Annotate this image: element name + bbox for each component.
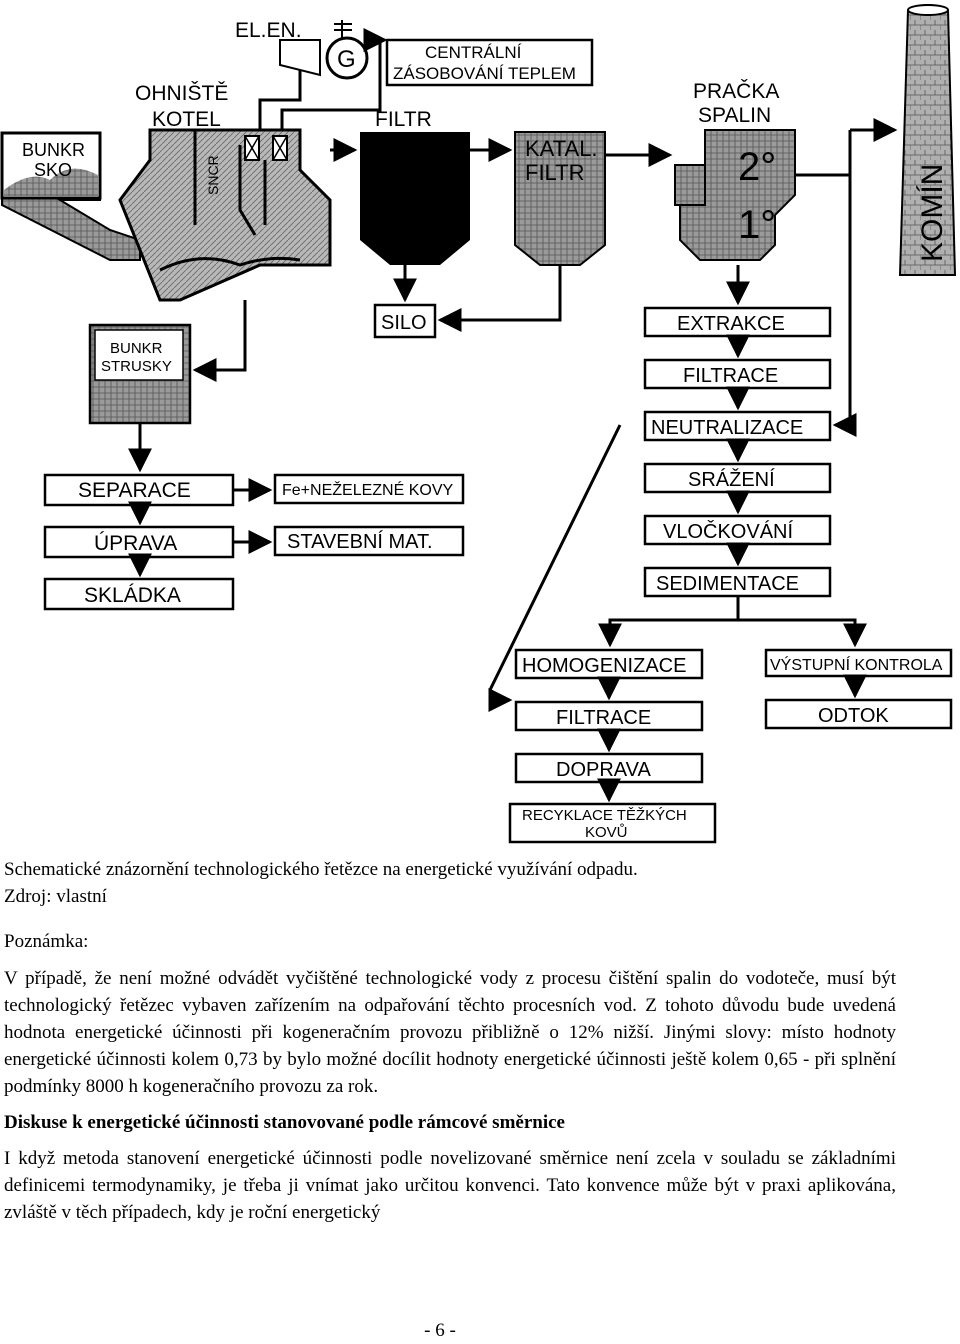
label-katal-filtr: FILTR xyxy=(525,160,584,185)
slag-bunker: BUNKR STRUSKY xyxy=(88,300,247,473)
label-vlockovani: VLOČKOVÁNÍ xyxy=(663,520,793,543)
note-label: Poznámka: xyxy=(4,931,89,952)
catalytic-filter: KATAL. FILTR xyxy=(514,131,673,266)
label-centralni-2: ZÁSOBOVÁNÍ TEPLEM xyxy=(393,64,576,83)
slag-chain: SEPARACE ÚPRAVA SKLÁDKA Fe+NEŽELEZNÉ KOV… xyxy=(43,473,465,611)
section-heading: Diskuse k energetické účinnosti stanovov… xyxy=(4,1112,565,1133)
note-body: V případě, že není možné odvádět vyčiště… xyxy=(4,968,896,1097)
chimney: KOMÍN xyxy=(898,4,957,276)
label-kotel: KOTEL xyxy=(152,108,221,131)
label-bunkr-strusky-1: BUNKR xyxy=(110,340,163,357)
label-bunkr-sko-2: SKO xyxy=(34,160,72,180)
label-srazeni: SRÁŽENÍ xyxy=(688,468,775,491)
label-filtrace-1: FILTRACE xyxy=(683,365,778,387)
label-vystupni-kontrola: VÝSTUPNÍ KONTROLA xyxy=(770,655,943,674)
heat-exchanger-icons xyxy=(244,135,288,161)
silo: SILO xyxy=(373,265,562,339)
label-odtok: ODTOK xyxy=(818,705,889,727)
label-centralni-1: CENTRÁLNÍ xyxy=(425,43,522,62)
page-number: - 6 - xyxy=(424,1320,456,1341)
label-pracka: PRAČKA xyxy=(693,80,779,103)
label-silo: SILO xyxy=(381,312,427,334)
water-treatment-chain: EXTRAKCE FILTRACE NEUTRALIZACE SRÁŽENÍ V… xyxy=(488,173,953,844)
label-doprava: DOPRAVA xyxy=(556,759,651,781)
generator: EL.EN. G CENTRÁLNÍ ZÁSOBOVÁNÍ TEPLEM xyxy=(235,19,594,130)
label-fe-kovy: Fe+NEŽELEZNÉ KOVY xyxy=(282,480,453,499)
label-stage-1: 1° xyxy=(738,203,776,247)
flue-gas-scrubber: PRAČKA SPALIN 2° 1° xyxy=(674,80,898,261)
text-body: Schematické znázornění technologického ř… xyxy=(4,856,896,1226)
furnace-boiler: SNCR OHNIŠTĚ KOTEL xyxy=(118,82,332,302)
label-bunkr-strusky-2: STRUSKY xyxy=(101,358,172,375)
label-stage-2: 2° xyxy=(738,145,776,189)
paragraph-2: I když metoda stanovení energetické účin… xyxy=(4,1148,896,1223)
label-stavebni-mat: STAVEBNÍ MAT. xyxy=(287,530,433,553)
label-ohniste: OHNIŠTĚ xyxy=(135,82,228,105)
label-uprava: ÚPRAVA xyxy=(94,532,177,555)
waste-to-energy-diagram: BUNKR SKO SNCR OHNIŠTĚ KOTEL EL.EN. G CE… xyxy=(0,4,957,844)
label-bunkr-sko-1: BUNKR xyxy=(22,140,85,160)
label-separace: SEPARACE xyxy=(78,479,191,502)
label-neutralizace: NEUTRALIZACE xyxy=(651,417,803,439)
label-homogenizace: HOMOGENIZACE xyxy=(522,655,686,677)
label-filtr: FILTR xyxy=(375,108,432,131)
filter: FILTR xyxy=(330,108,513,303)
label-extrakce: EXTRAKCE xyxy=(677,313,785,335)
label-filtrace-2: FILTRACE xyxy=(556,707,651,729)
label-katal: KATAL. xyxy=(525,136,598,161)
label-spalin: SPALIN xyxy=(698,104,771,127)
figure-source: Zdroj: vlastní xyxy=(4,886,107,907)
label-skladka: SKLÁDKA xyxy=(84,584,181,607)
figure-caption: Schematické znázornění technologického ř… xyxy=(4,859,638,880)
label-recyklace-2: KOVŮ xyxy=(585,823,628,841)
label-sncr: SNCR xyxy=(205,155,221,195)
label-sedimentace: SEDIMENTACE xyxy=(656,573,799,595)
label-komin: KOMÍN xyxy=(916,164,949,262)
label-el-en: EL.EN. xyxy=(235,19,302,42)
label-generator: G xyxy=(337,46,356,73)
label-recyklace-1: RECYKLACE TĚŽKÝCH xyxy=(522,807,687,824)
bunker-waste: BUNKR SKO xyxy=(0,131,141,261)
